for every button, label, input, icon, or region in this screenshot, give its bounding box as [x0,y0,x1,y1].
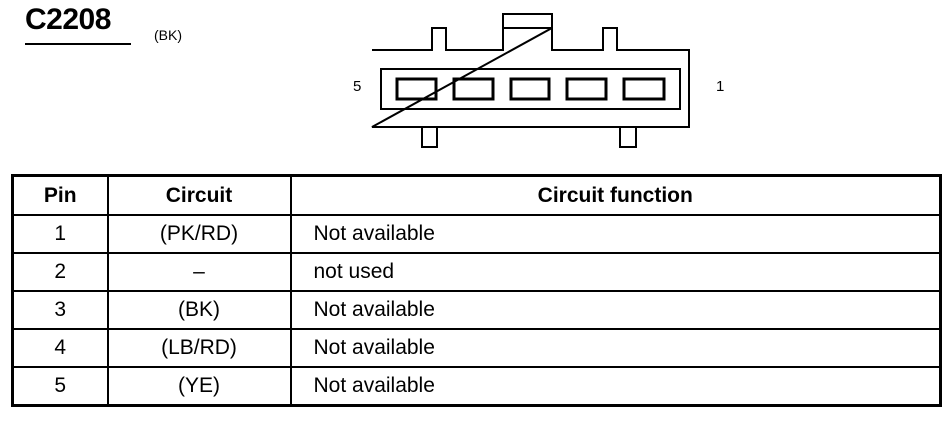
header-pin: Pin [11,174,109,216]
connector-key-left [421,127,438,148]
function-cell: not used [289,252,942,292]
header-circuit: Circuit [106,174,292,216]
connector-title: C2208 [25,3,111,36]
connector-key-right [619,127,637,148]
pin-cell: 2 [11,252,109,292]
table-header-row: Pin Circuit Circuit function [11,174,942,216]
circuit-cell: (BK) [106,290,292,330]
pin-cell: 4 [11,328,109,368]
pin-cavity-2 [565,77,608,101]
pin-cell: 3 [11,290,109,330]
pin-cell: 5 [11,366,109,407]
cavity-strip [380,68,681,110]
pin-cavity-4 [452,77,495,101]
connector-housing [371,13,690,128]
function-cell: Not available [289,214,942,254]
header-circuit-function: Circuit function [289,174,942,216]
table-row: 5 (YE) Not available [11,366,942,407]
connector-color-code: (BK) [154,27,182,43]
pin-cavity-1 [622,77,666,101]
pin-label-right: 1 [716,78,725,95]
table-row: 3 (BK) Not available [11,290,942,330]
circuit-cell: (YE) [106,366,292,407]
pin-cavity-5 [395,77,438,101]
pin-cell: 1 [11,214,109,254]
pin-cavity-3 [509,77,551,101]
function-cell: Not available [289,366,942,407]
table-row: 2 – not used [11,252,942,292]
circuit-cell: (LB/RD) [106,328,292,368]
table-row: 4 (LB/RD) Not available [11,328,942,368]
pin-label-left: 5 [353,78,362,95]
circuit-cell: (PK/RD) [106,214,292,254]
connector-face-diagram [371,13,690,148]
table-row: 1 (PK/RD) Not available [11,214,942,254]
title-underline [25,43,131,45]
function-cell: Not available [289,328,942,368]
function-cell: Not available [289,290,942,330]
circuit-cell: – [106,252,292,292]
pinout-table: Pin Circuit Circuit function 1 (PK/RD) N… [11,174,942,407]
